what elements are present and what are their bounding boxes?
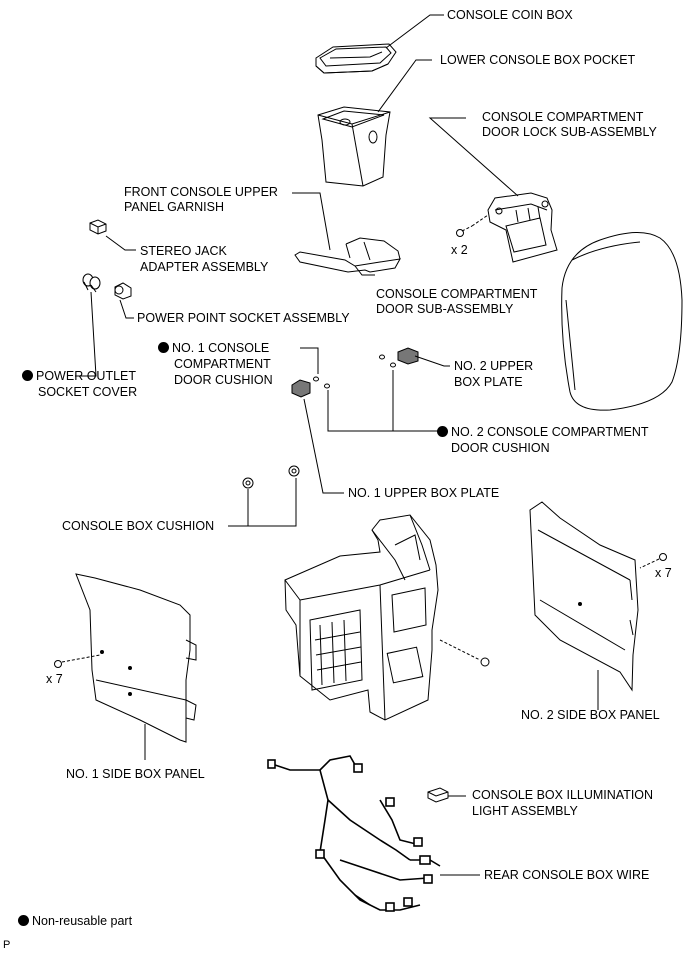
leader-lines (75, 14, 599, 876)
illumination-light-assembly (427, 787, 449, 803)
label-qty-x7-right: x 7 (655, 566, 672, 580)
label-outlet-cover-text: POWER OUTLET (36, 369, 137, 383)
door-lock-sub-assembly (487, 192, 558, 263)
no2-upper-box-plate-part (397, 347, 419, 365)
label-cushion1-text: NO. 1 CONSOLE (172, 341, 270, 355)
label-cushion1-line1: NO. 1 CONSOLE (158, 340, 269, 356)
label-upper-plate2-line2: BOX PLATE (454, 375, 523, 389)
label-outlet-cover-line2: SOCKET COVER (38, 385, 138, 399)
no2-side-box-panel (529, 501, 639, 692)
rear-console-box-wire (267, 755, 441, 912)
label-no2-side-box-panel: NO. 2 SIDE BOX PANEL (521, 708, 660, 722)
no1-panel-screw (54, 654, 101, 668)
label-qty-x7-left: x 7 (46, 672, 63, 686)
legend-non-reusable: Non-reusable part (18, 913, 132, 929)
non-reusable-bullet (437, 426, 448, 437)
label-console-box-cushion: CONSOLE BOX CUSHION (62, 519, 215, 533)
label-rear-console-box-wire: REAR CONSOLE BOX WIRE (484, 868, 650, 882)
console-coin-box (315, 43, 397, 74)
label-upper-plate1: NO. 1 UPPER BOX PLATE (348, 486, 500, 500)
no2-panel-screw (639, 553, 667, 569)
label-front-garnish-line1: FRONT CONSOLE UPPER (124, 185, 278, 199)
label-qty-x2: x 2 (451, 243, 468, 257)
label-door-lock-line1: CONSOLE COMPARTMENT (482, 110, 644, 124)
label-door-lock-line2: DOOR LOCK SUB-ASSEMBLY (482, 125, 657, 139)
no1-side-box-panel (75, 573, 197, 743)
label-illumination-line2: LIGHT ASSEMBLY (472, 804, 578, 818)
corner-code: P (3, 939, 11, 951)
lower-console-box-pocket (317, 106, 391, 187)
box-body-screw (439, 639, 490, 667)
console-box-cushions (242, 465, 300, 489)
label-door-sub-line2: DOOR SUB-ASSEMBLY (376, 302, 514, 316)
console-compartment-door (561, 232, 683, 411)
console-box-body (284, 514, 439, 721)
no1-upper-box-plate-part (291, 379, 311, 398)
label-cushion2-text: NO. 2 CONSOLE COMPARTMENT (451, 425, 649, 439)
power-point-socket (114, 282, 132, 300)
label-cushion1-line3: DOOR CUSHION (174, 373, 273, 387)
label-power-point-socket: POWER POINT SOCKET ASSEMBLY (137, 311, 350, 325)
no2-door-cushions (379, 354, 396, 368)
label-console-coin-box: CONSOLE COIN BOX (447, 8, 573, 22)
legend-bullet (18, 915, 29, 926)
power-outlet-socket-cover (82, 273, 101, 293)
label-illumination-line1: CONSOLE BOX ILLUMINATION (472, 788, 654, 802)
stereo-jack-adapter (89, 219, 107, 235)
label-outlet-cover-line1: POWER OUTLET (22, 368, 136, 384)
label-door-sub-line1: CONSOLE COMPARTMENT (376, 287, 538, 301)
no1-door-cushions (313, 376, 330, 389)
label-stereo-jack-line1: STEREO JACK (140, 244, 227, 258)
label-lower-console-box-pocket: LOWER CONSOLE BOX POCKET (440, 53, 636, 67)
non-reusable-bullet (158, 342, 169, 353)
label-cushion2-line2: DOOR CUSHION (451, 441, 550, 455)
label-stereo-jack-line2: ADAPTER ASSEMBLY (140, 260, 269, 274)
legend-text: Non-reusable part (32, 914, 133, 928)
label-no1-side-box-panel: NO. 1 SIDE BOX PANEL (66, 767, 205, 781)
screw-x2 (456, 214, 489, 237)
label-front-garnish-line2: PANEL GARNISH (124, 200, 225, 214)
front-console-upper-panel-garnish (294, 237, 401, 276)
label-cushion2-line1: NO. 2 CONSOLE COMPARTMENT (437, 424, 648, 440)
label-upper-plate2-line1: NO. 2 UPPER (454, 359, 534, 373)
label-cushion1-line2: COMPARTMENT (174, 357, 271, 371)
non-reusable-bullet (22, 370, 33, 381)
